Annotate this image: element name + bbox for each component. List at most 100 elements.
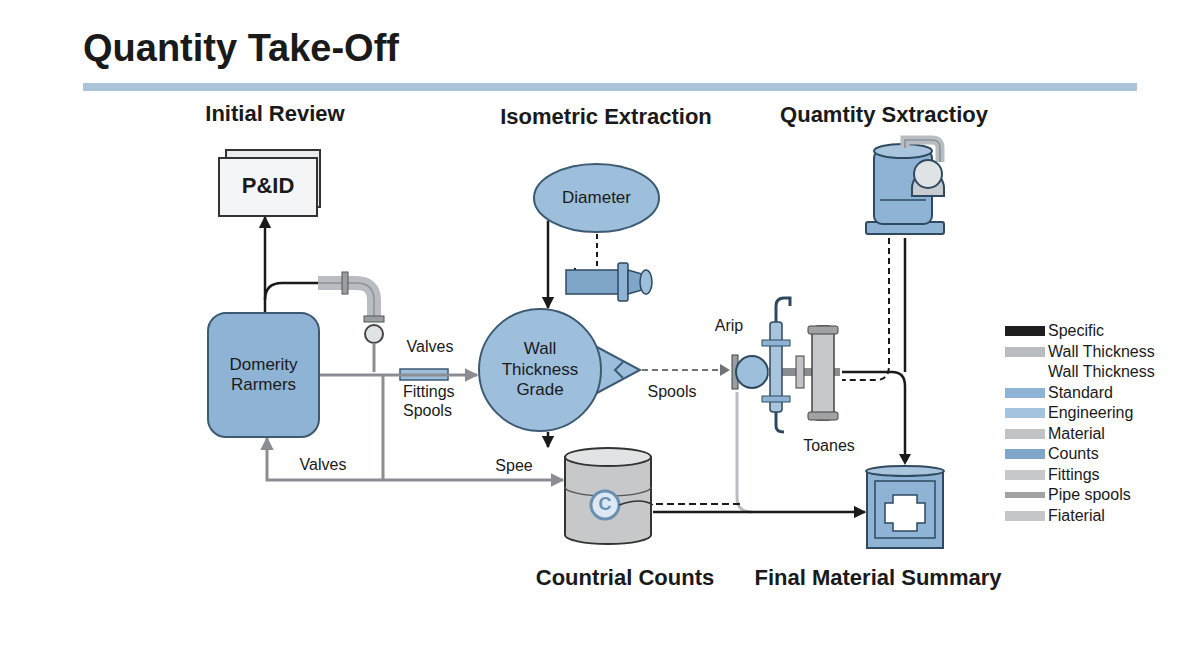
node-text-box: Countrial Counts xyxy=(525,565,725,591)
legend-swatch xyxy=(1005,347,1045,357)
pipe-flange xyxy=(808,326,838,334)
node-heading: P&ID xyxy=(242,173,295,199)
text-label: Valves xyxy=(300,455,347,474)
process-node: Domerity Rarmers xyxy=(207,312,320,438)
cylinder-band xyxy=(565,487,651,496)
connector xyxy=(267,438,563,480)
text-label: Fittings Spools xyxy=(403,382,455,420)
pipe-line xyxy=(265,283,318,300)
container-rim xyxy=(866,466,944,476)
document-back xyxy=(226,150,320,207)
legend-swatch xyxy=(1005,326,1045,336)
pump-pipe xyxy=(905,140,940,162)
node-outline xyxy=(533,163,660,233)
node-heading: Countrial Counts xyxy=(536,565,714,591)
container-body xyxy=(867,471,943,548)
pipe-line xyxy=(373,343,376,372)
section-heading: Quamtity Sxtractioy xyxy=(780,102,988,128)
text-label: Wall Thickness xyxy=(1048,362,1155,381)
legend-row: Material xyxy=(1005,424,1105,444)
cylinder-body xyxy=(565,457,651,544)
legend-label: Engineering xyxy=(1048,404,1133,422)
node-label: Domerity Rarmers xyxy=(211,355,316,396)
process-node: Countrial Counts xyxy=(525,447,725,589)
legend-label: Counts xyxy=(1048,445,1099,463)
text-label: C xyxy=(599,494,612,516)
shape-group xyxy=(479,309,640,431)
cylinder-top xyxy=(565,448,651,466)
node-heading: Final Material Summary xyxy=(755,565,1002,591)
shape-group xyxy=(208,313,319,437)
legend-row: Fittings xyxy=(1005,465,1100,485)
valve-symbol xyxy=(365,325,383,343)
legend-label: Specific xyxy=(1048,322,1104,340)
pipe-spool xyxy=(566,270,620,294)
process-node: P&ID xyxy=(218,150,320,217)
dashed-leader xyxy=(642,369,720,371)
process-node: Wall Thickness Grade xyxy=(477,308,642,432)
legend-swatch xyxy=(1005,429,1045,439)
process-node: Final Material Summary xyxy=(728,465,1028,589)
connector xyxy=(320,374,477,377)
legend-label: Material xyxy=(1048,425,1105,443)
node-label: Wall Thickness Grade xyxy=(487,339,593,400)
pipe-flange xyxy=(618,263,628,301)
strap xyxy=(619,501,653,505)
shape-group xyxy=(565,448,653,544)
node-outline xyxy=(207,312,320,438)
shape-bounds xyxy=(533,163,660,233)
node-text-box: Diameter xyxy=(539,167,654,229)
flow-line xyxy=(842,372,905,456)
process-box xyxy=(208,313,319,437)
shape-bounds xyxy=(865,465,945,550)
connector xyxy=(653,511,865,514)
shape-group xyxy=(534,164,659,232)
valve-flange xyxy=(796,356,804,388)
dashed-leader xyxy=(842,238,889,380)
valve-flange xyxy=(762,340,790,346)
node-outline xyxy=(477,308,642,432)
triangle-shape xyxy=(569,332,640,408)
text-label: Toanes xyxy=(803,436,855,455)
shape-bounds xyxy=(218,150,320,217)
connector xyxy=(547,432,550,447)
legend-row: Counts xyxy=(1005,444,1099,464)
pipe-flange xyxy=(342,272,348,294)
legend-row: Pipe spools xyxy=(1005,485,1131,505)
text-label: Spools xyxy=(648,382,697,401)
dashed-leader xyxy=(596,234,598,268)
title: Quantity Take-Off xyxy=(83,27,399,70)
legend-row: Standard xyxy=(1005,383,1113,403)
legend-swatch xyxy=(1005,449,1045,459)
node-outline xyxy=(525,447,725,589)
counter-badge xyxy=(591,491,619,519)
gray-line xyxy=(736,392,739,498)
legend-row: Wall Thickness xyxy=(1005,342,1155,362)
material-symbol xyxy=(885,495,925,531)
pump-detail xyxy=(880,199,926,201)
pipe-end xyxy=(640,270,652,294)
valve-flange xyxy=(762,396,790,402)
edge-label: Valves xyxy=(405,338,456,356)
valve-body xyxy=(736,356,768,388)
section-heading: Initial Review xyxy=(205,101,344,127)
node-text-box: P&ID xyxy=(218,158,318,215)
node-text-box: Domerity Rarmers xyxy=(211,316,316,434)
connector xyxy=(264,217,267,312)
arrow-head xyxy=(720,364,730,376)
node-label: Diameter xyxy=(562,188,631,208)
branch-line xyxy=(382,376,385,480)
text-label: Arip xyxy=(715,316,743,335)
legend-label: Pipe spools xyxy=(1048,486,1131,504)
valve-handle xyxy=(776,412,784,432)
legend-swatch xyxy=(1005,408,1045,418)
document-front xyxy=(219,158,317,216)
container-inner xyxy=(875,481,935,538)
shape-bounds xyxy=(207,312,320,438)
shape-group xyxy=(866,466,944,548)
section-heading: Isometric Extraction xyxy=(500,104,712,130)
